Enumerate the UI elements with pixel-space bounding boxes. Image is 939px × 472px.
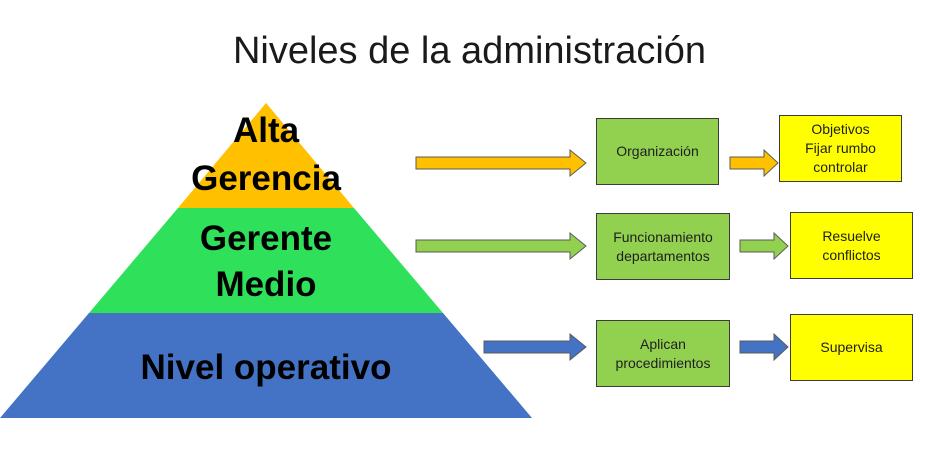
process-box-funcionamiento: Funcionamiento departamentos	[596, 213, 730, 280]
arrow-right-icon	[739, 231, 789, 261]
arrow-right-icon	[415, 231, 587, 261]
pyramid-label-bottom: Nivel operativo	[141, 348, 392, 387]
arrow-right-icon	[729, 148, 779, 178]
arrow-right-icon	[483, 332, 587, 362]
result-box-objetivos: Objetivos Fijar rumbo controlar	[779, 115, 902, 182]
pyramid-tier-middle	[89, 208, 443, 313]
result-box-supervisa: Supervisa	[790, 314, 913, 381]
process-box-procedimientos: Aplican procedimientos	[596, 320, 730, 387]
pyramid-label-middle-line2: Medio	[215, 265, 316, 304]
arrow-right-icon	[739, 332, 789, 362]
pyramid-tier-bottom	[0, 313, 532, 418]
page-title: Niveles de la administración	[232, 30, 707, 72]
arrow-right-icon	[415, 148, 587, 178]
pyramid-label-middle-line1: Gerente	[200, 219, 332, 258]
result-box-resuelve: Resuelve conflictos	[790, 212, 913, 279]
pyramid-label-top-line2: Gerencia	[191, 159, 341, 198]
process-box-organizacion: Organización	[596, 118, 719, 185]
pyramid-tier-top	[178, 103, 354, 208]
pyramid-label-top-line1: Alta	[233, 111, 300, 150]
